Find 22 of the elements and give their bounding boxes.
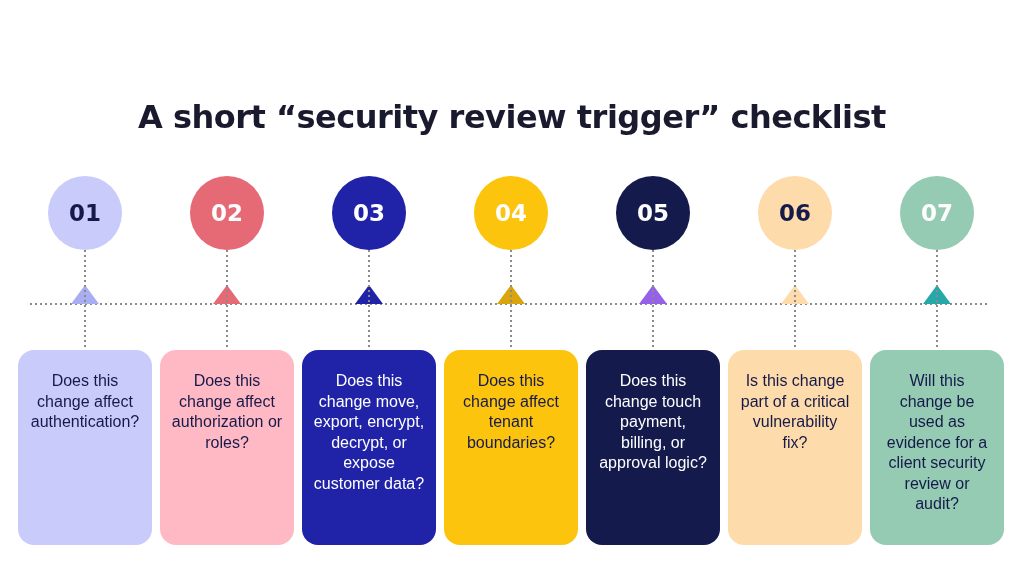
- step-number: 02: [211, 200, 243, 226]
- question-text: Will this change be used as evidence for a client security review or audit?: [886, 372, 988, 512]
- step-number: 03: [353, 200, 385, 226]
- question-card: [444, 350, 578, 545]
- question-text: Does this change affect authorization or roles?: [171, 372, 283, 451]
- title: A short “security review trigger” checklist: [137, 98, 887, 136]
- question-text: Does this change affect tenant boundaries?: [463, 372, 559, 451]
- question-text: Does this change move, export, encrypt, decrypt, or expose customer data?: [313, 372, 425, 492]
- step-number: 07: [921, 200, 953, 226]
- question-text: Does this change touch payment, billing, or approval logic?: [599, 372, 707, 471]
- step-number: 05: [637, 200, 669, 226]
- question-text: Is this change part of a critical vulnerability fix?: [740, 372, 850, 451]
- question-card: [18, 350, 152, 545]
- question-card: [160, 350, 294, 545]
- question-card: [586, 350, 720, 545]
- step-number: 06: [779, 200, 811, 226]
- question-text: Does this change affect authentication?: [30, 372, 140, 430]
- step-number: 01: [69, 200, 101, 226]
- step-number: 04: [495, 200, 527, 226]
- question-card: [302, 350, 436, 545]
- question-card: [728, 350, 862, 545]
- question-card: [870, 350, 1004, 545]
